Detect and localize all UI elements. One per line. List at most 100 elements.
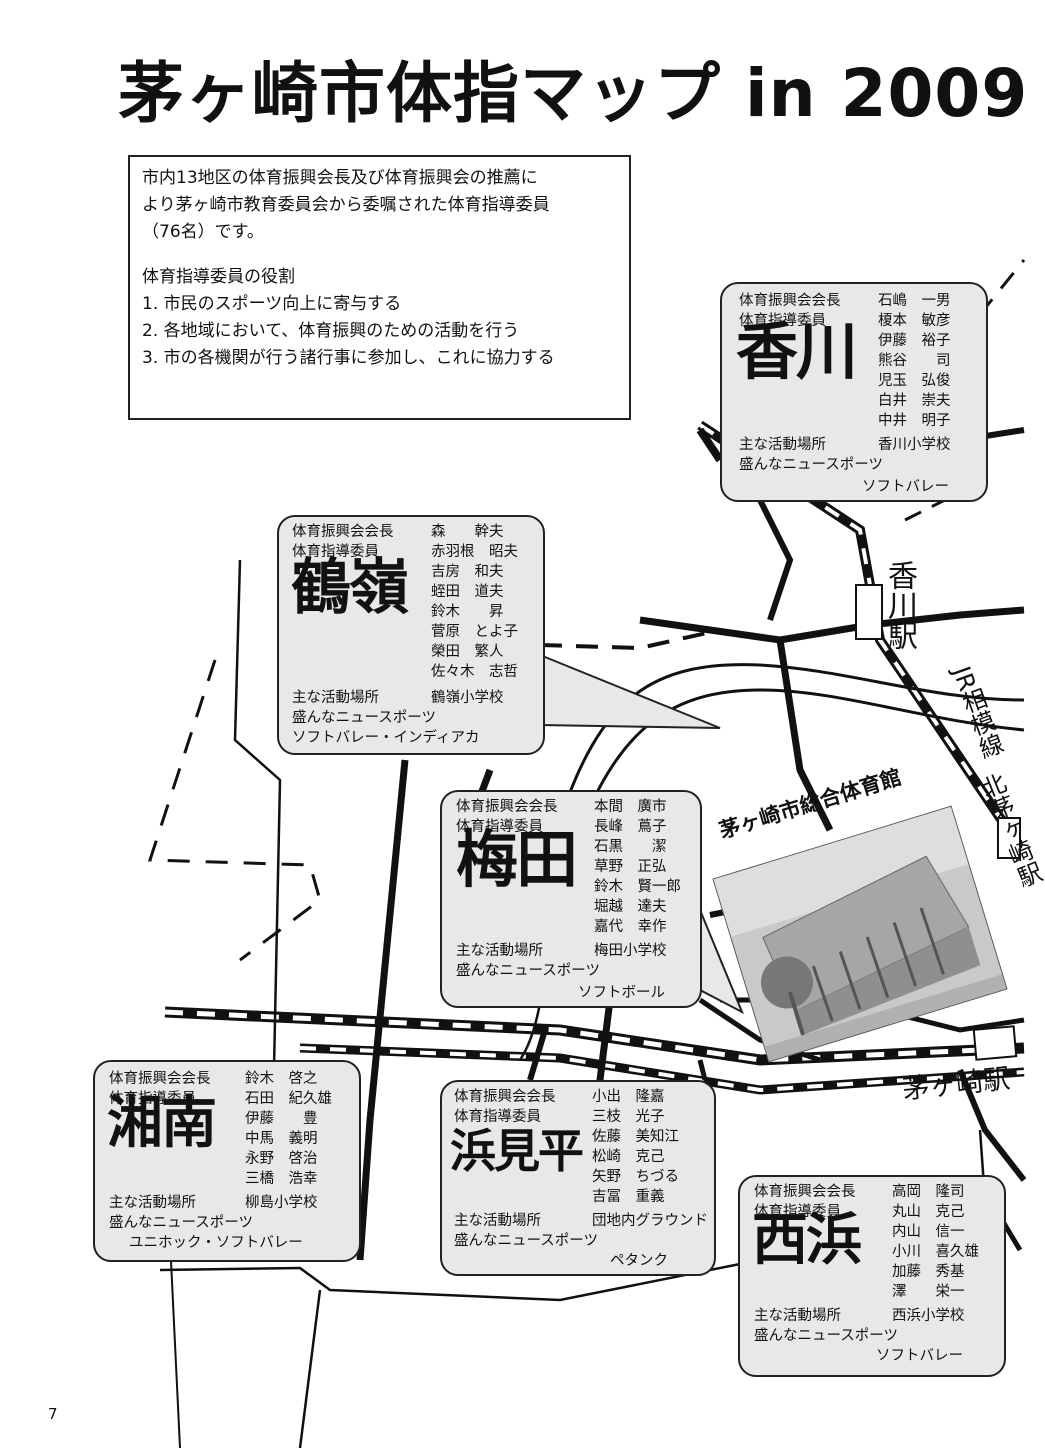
- chair-label: 体育振興会会長: [456, 799, 558, 815]
- sport-label: 盛んなニュースポーツ: [292, 710, 436, 726]
- district-umeda: 体育振興会会長 本間 廣市 体育指導委員 長峰 蔦子 石黒 潔 草野 正弘 鈴木…: [440, 790, 702, 1008]
- district-nishihama: 体育振興会会長 高岡 隆司 体育指導委員 丸山 克己 内山 信一 小川 喜久雄 …: [738, 1175, 1006, 1377]
- intro-line: 市内13地区の体育振興会長及び体育振興会の推薦に: [142, 168, 538, 188]
- chair-label: 体育振興会会長: [754, 1184, 856, 1200]
- member-name: 伊藤 豊: [245, 1111, 318, 1127]
- place-value: 団地内グラウンド: [592, 1213, 708, 1229]
- chair-name: 小出 隆嘉: [592, 1089, 665, 1105]
- member-name: 赤羽根 昭夫: [431, 544, 518, 560]
- member-name: 石田 紀久雄: [245, 1091, 332, 1107]
- sport-label: 盛んなニュースポーツ: [454, 1233, 598, 1249]
- member-name: 中馬 義明: [245, 1131, 318, 1147]
- member-name: 澤 栄一: [892, 1284, 965, 1300]
- member-name: 三枝 光子: [592, 1109, 665, 1125]
- member-label: 体育指導委員: [739, 313, 826, 329]
- member-name: 榮田 繁人: [431, 644, 504, 660]
- member-label: 体育指導委員: [454, 1109, 541, 1125]
- member-label: 体育指導委員: [456, 819, 543, 835]
- role-item: 3. 市の各機関が行う諸行事に参加し、これに協力する: [142, 348, 555, 368]
- chair-name: 鈴木 啓之: [245, 1071, 318, 1087]
- sport-label: 盛んなニュースポーツ: [109, 1215, 253, 1231]
- gym-photo: [712, 805, 1008, 1063]
- member-label: 体育指導委員: [754, 1204, 841, 1220]
- intro-line: （76名）です。: [142, 222, 264, 242]
- member-name: 吉冨 重義: [592, 1189, 665, 1205]
- page-number: 7: [48, 1405, 58, 1423]
- role-item: 2. 各地域において、体育振興のための活動を行う: [142, 321, 520, 341]
- district-name: 香川: [736, 315, 858, 388]
- district-name: 浜見平: [450, 1124, 584, 1178]
- sport-label: 盛んなニュースポーツ: [456, 963, 600, 979]
- place-label: 主な活動場所: [454, 1213, 541, 1229]
- chair-name: 森 幹夫: [431, 524, 504, 540]
- member-label: 体育指導委員: [292, 544, 379, 560]
- member-name: 永野 啓治: [245, 1151, 318, 1167]
- member-name: 吉房 和夫: [431, 564, 504, 580]
- member-name: 矢野 ちづる: [592, 1169, 679, 1185]
- place-label: 主な活動場所: [754, 1308, 841, 1324]
- tsurumine-pointer: [539, 653, 721, 729]
- member-name: 菅原 とよ子: [431, 624, 518, 640]
- page-title: 茅ヶ崎市体指マップ in 2009: [118, 55, 1029, 132]
- district-name: 梅田: [456, 823, 578, 896]
- member-name: 中井 明子: [878, 413, 951, 429]
- sport-value: ソフトバレー: [862, 479, 949, 495]
- member-name: 嘉代 幸作: [594, 919, 667, 935]
- chair-name: 高岡 隆司: [892, 1184, 965, 1200]
- member-name: 草野 正弘: [594, 859, 667, 875]
- member-name: 熊谷 司: [878, 353, 951, 369]
- place-value: 柳島小学校: [245, 1195, 318, 1211]
- district-name: 湘南: [107, 1091, 217, 1156]
- district-name: 鶴嶺: [291, 553, 409, 623]
- place-label: 主な活動場所: [292, 690, 379, 706]
- role-item: 1. 市民のスポーツ向上に寄与する: [142, 294, 402, 314]
- district-hamamidaira: 体育振興会会長 小出 隆嘉 体育指導委員 三枝 光子 佐藤 美知江 松崎 克己 …: [440, 1080, 716, 1276]
- member-name: 蛭田 道夫: [431, 584, 504, 600]
- role-title: 体育指導委員の役割: [142, 267, 295, 287]
- sport-label: 盛んなニュースポーツ: [754, 1328, 898, 1344]
- place-label: 主な活動場所: [109, 1195, 196, 1211]
- gym-photo-illustration: [713, 806, 1007, 1062]
- place-label: 主な活動場所: [456, 943, 543, 959]
- member-name: 榎本 敏彦: [878, 313, 951, 329]
- place-value: 鶴嶺小学校: [431, 690, 504, 706]
- member-name: 鈴木 賢一郎: [594, 879, 681, 895]
- district-tsurumine: 体育振興会会長 森 幹夫 体育指導委員 赤羽根 昭夫 吉房 和夫 蛭田 道夫 鈴…: [277, 515, 545, 755]
- place-value: 西浜小学校: [892, 1308, 965, 1324]
- member-name: 内山 信一: [892, 1224, 965, 1240]
- chair-name: 本間 廣市: [594, 799, 667, 815]
- member-name: 丸山 克己: [892, 1204, 965, 1220]
- intro-box: 市内13地区の体育振興会長及び体育振興会の推薦に より茅ヶ崎市教育委員会から委嘱…: [128, 155, 631, 420]
- member-name: 白井 崇夫: [878, 393, 951, 409]
- member-name: 佐藤 美知江: [592, 1129, 679, 1145]
- sport-value: ソフトバレー・インディアカ: [292, 730, 480, 746]
- chair-label: 体育振興会会長: [292, 524, 394, 540]
- district-shonan: 体育振興会会長 鈴木 啓之 体育指導委員 石田 紀久雄 伊藤 豊 中馬 義明 永…: [93, 1060, 361, 1262]
- sport-value: ソフトバレー: [876, 1348, 963, 1364]
- place-value: 梅田小学校: [594, 943, 667, 959]
- sport-value: ペタンク: [610, 1253, 668, 1269]
- sport-value: ユニホック・ソフトバレー: [129, 1235, 303, 1251]
- place-value: 香川小学校: [878, 437, 951, 453]
- chair-name: 石嶋 一男: [878, 293, 951, 309]
- sport-label: 盛んなニュースポーツ: [739, 457, 883, 473]
- district-kagawa: 体育振興会会長 石嶋 一男 体育指導委員 榎本 敏彦 伊藤 裕子 熊谷 司 児玉…: [720, 282, 988, 502]
- member-name: 堀越 達夫: [594, 899, 667, 915]
- member-name: 伊藤 裕子: [878, 333, 951, 349]
- district-name: 西浜: [752, 1208, 862, 1273]
- member-name: 松崎 克己: [592, 1149, 665, 1165]
- member-name: 三橋 浩幸: [245, 1171, 318, 1187]
- member-name: 児玉 弘俊: [878, 373, 951, 389]
- place-label: 主な活動場所: [739, 437, 826, 453]
- member-name: 加藤 秀基: [892, 1264, 965, 1280]
- member-name: 小川 喜久雄: [892, 1244, 979, 1260]
- chair-label: 体育振興会会長: [454, 1089, 556, 1105]
- member-name: 鈴木 昇: [431, 604, 504, 620]
- chair-label: 体育振興会会長: [109, 1071, 211, 1087]
- member-name: 石黒 潔: [594, 839, 667, 855]
- chair-label: 体育振興会会長: [739, 293, 841, 309]
- member-name: 長峰 蔦子: [594, 819, 667, 835]
- member-name: 佐々木 志哲: [431, 664, 518, 680]
- member-label: 体育指導委員: [109, 1091, 196, 1107]
- intro-line: より茅ヶ崎市教育委員会から委嘱された体育指導委員: [142, 195, 550, 215]
